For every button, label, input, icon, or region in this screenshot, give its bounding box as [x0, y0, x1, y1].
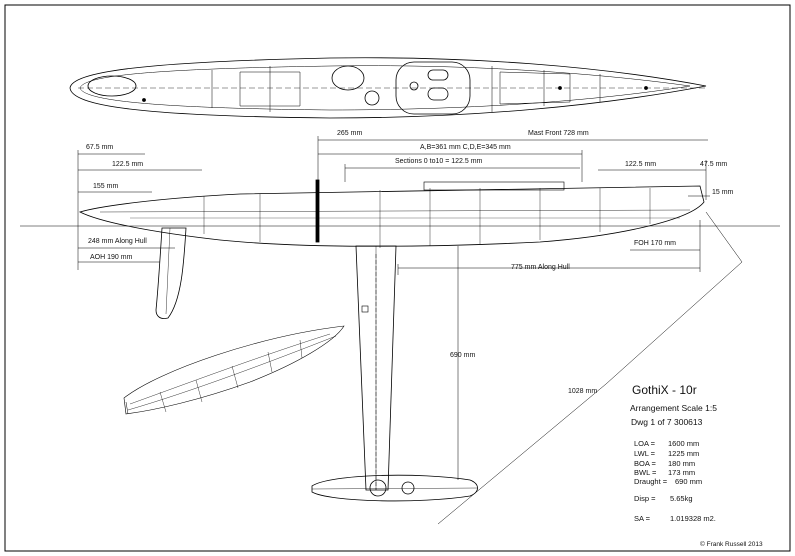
drawing-title: GothiX - 10r [632, 383, 697, 397]
sheet-border [4, 4, 791, 552]
dim-aoh: AOH 190 mm [90, 254, 133, 261]
dim-155: 155 mm [93, 183, 119, 190]
dim-15: 15 mm [712, 189, 734, 196]
dim-122-5-left: 122.5 mm [112, 161, 144, 168]
spec-label: LWL = [634, 449, 656, 458]
sa-label: SA = [634, 514, 651, 523]
spec-value: 180 mm [668, 459, 696, 468]
deck-plan-view [69, 57, 707, 119]
dim-sections: Sections 0 to10 = 122.5 mm [395, 158, 483, 165]
dim-1028: 1028 mm [568, 388, 598, 395]
drawing-number: Dwg 1 of 7 300613 [631, 417, 703, 427]
disp-value: 5.65kg [670, 494, 693, 503]
dimension-lines [77, 136, 743, 525]
copyright-notice: © Frank Russell 2013 [700, 541, 763, 548]
spec-label: LOA = [634, 439, 656, 448]
dim-67-5: 67.5 mm [86, 144, 114, 151]
spec-value: 1600 mm [668, 439, 700, 448]
dim-ab-cde: A,B=361 mm C,D,E=345 mm [420, 144, 511, 151]
spec-value: 690 mm [675, 477, 703, 486]
dim-along-775: 775 mm Along Hull [511, 264, 570, 271]
spec-label: BWL = [634, 468, 657, 477]
dim-mast-front: Mast Front 728 mm [528, 130, 589, 137]
disp-label: Disp = [634, 494, 656, 503]
spec-label: BOA = [634, 459, 656, 468]
sa-value: 1.019328 m2. [670, 514, 716, 523]
dim-47-5: 47.5 mm [700, 161, 728, 168]
dim-along-248: 248 mm Along Hull [88, 238, 147, 245]
dim-122-5-right: 122.5 mm [625, 161, 657, 168]
drawing-subtitle: Arrangement Scale 1:5 [630, 403, 717, 413]
dim-690: 690 mm [450, 352, 476, 359]
spec-value: 173 mm [668, 468, 696, 477]
dim-265: 265 mm [337, 130, 363, 137]
spec-value: 1225 mm [668, 449, 700, 458]
perspective-view [123, 325, 345, 415]
dim-foh: FOH 170 mm [634, 240, 677, 247]
side-profile-view [20, 179, 780, 502]
spec-label: Draught = [634, 477, 668, 486]
